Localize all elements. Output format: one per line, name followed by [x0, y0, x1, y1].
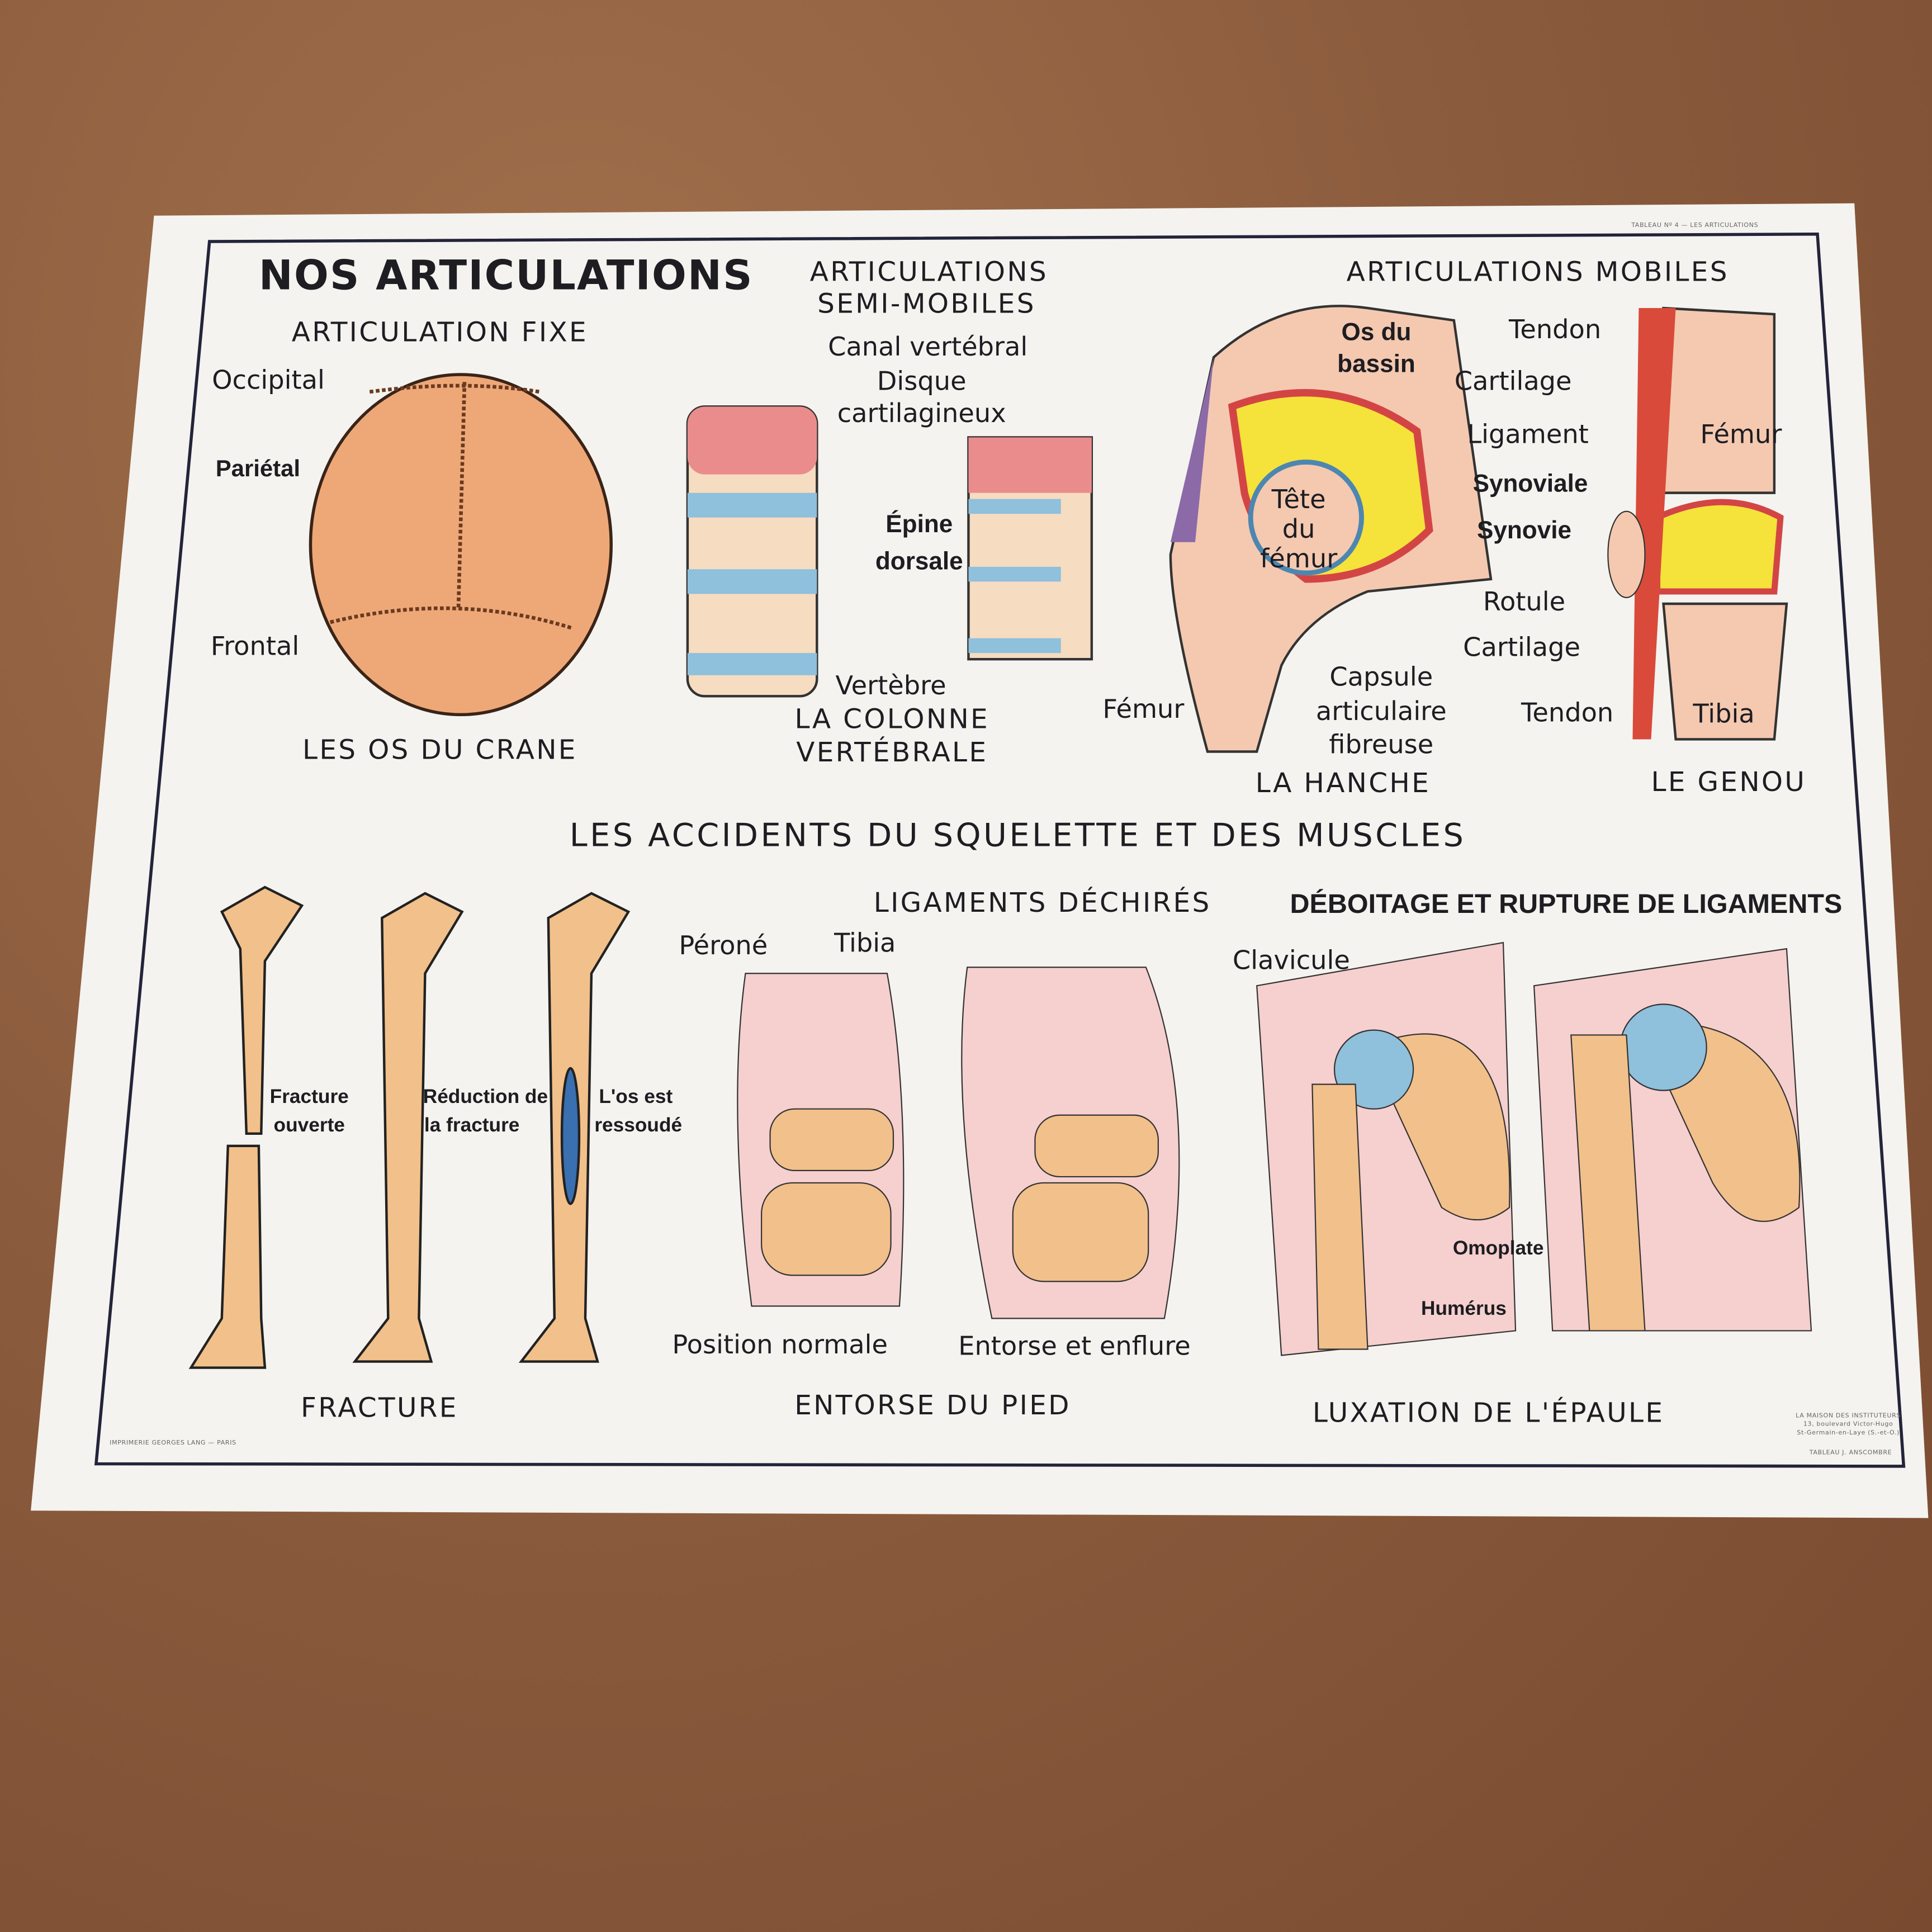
label-tendon-bottom: Tendon	[1521, 698, 1614, 728]
poster-border	[94, 233, 1906, 1468]
label-parietal: Pariétal	[215, 456, 301, 483]
label-genou-femur: Fémur	[1700, 419, 1782, 449]
label-reduction-2: la fracture	[424, 1115, 520, 1137]
caption-genou: LE GENOU	[1651, 767, 1807, 799]
label-tibia: Tibia	[1693, 699, 1755, 729]
label-hanche-femur: Fémur	[1102, 694, 1185, 724]
caption-entorse: ENTORSE DU PIED	[794, 1391, 1071, 1422]
label-canal: Canal vertébral	[828, 332, 1028, 362]
section-heading-fixe: ARTICULATION FIXE	[291, 318, 588, 349]
label-occipital: Occipital	[212, 365, 325, 395]
label-synoviale: Synoviale	[1472, 470, 1588, 498]
header-reference: TABLEAU Nº 4 — LES ARTICULATIONS	[1631, 222, 1759, 230]
label-humerus: Humérus	[1421, 1299, 1507, 1320]
shoulder-illustrations	[1256, 941, 1812, 1356]
caption-luxation: LUXATION DE L'ÉPAULE	[1312, 1398, 1665, 1429]
label-bassin-2: bassin	[1337, 351, 1415, 378]
section-heading-semi-2: SEMI-MOBILES	[817, 289, 1036, 320]
label-cartilage-top: Cartilage	[1454, 366, 1572, 396]
label-pied-tibia: Tibia	[834, 928, 896, 958]
heading-ligaments: LIGAMENTS DÉCHIRÉS	[873, 888, 1211, 920]
accidents-heading: LES ACCIDENTS DU SQUELETTE ET DES MUSCLE…	[569, 817, 1466, 855]
label-disque-1: Disque	[877, 366, 967, 396]
publisher-line-2: 13, boulevard Victor-Hugo	[1803, 1420, 1893, 1429]
imprint: IMPRIMERIE GEORGES LANG — PARIS	[110, 1439, 236, 1447]
foot-illustrations	[737, 967, 1180, 1319]
label-clavicule: Clavicule	[1232, 945, 1350, 976]
page-title: NOS ARTICULATIONS	[258, 251, 754, 300]
label-cartilage-bottom: Cartilage	[1463, 632, 1580, 662]
label-epine-2: dorsale	[875, 548, 963, 576]
label-tete-3: fémur	[1260, 544, 1338, 574]
label-fracture-2: ouverte	[273, 1115, 345, 1137]
heading-deboitage: DÉBOITAGE ET RUPTURE DE LIGAMENTS	[1290, 888, 1843, 920]
label-tete-2: du	[1282, 514, 1315, 544]
caption-crane: LES OS DU CRANE	[302, 735, 577, 766]
label-ressoude-1: L'os est	[599, 1087, 673, 1108]
caption-colonne-1: LA COLONNE	[794, 704, 989, 736]
label-fracture-1: Fracture	[269, 1087, 349, 1108]
section-heading-mobiles: ARTICULATIONS MOBILES	[1346, 257, 1729, 288]
label-reduction-1: Réduction de	[423, 1087, 548, 1108]
publisher-line-1: LA MAISON DES INSTITUTEURS	[1796, 1412, 1901, 1420]
publisher-line-4: TABLEAU J. ANSCOMBRE	[1809, 1449, 1892, 1457]
publisher-line-3: St-Germain-en-Laye (S.-et-O.)	[1797, 1429, 1900, 1437]
label-bassin-1: Os du	[1341, 319, 1412, 347]
knee-illustration	[1607, 306, 1788, 741]
caption-fracture: FRACTURE	[301, 1393, 458, 1424]
label-synovie: Synovie	[1476, 517, 1572, 545]
caption-hanche: LA HANCHE	[1255, 769, 1431, 800]
label-rotule: Rotule	[1483, 587, 1566, 617]
label-ressoude-2: ressoudé	[594, 1115, 683, 1137]
label-capsule-1: Capsule	[1329, 662, 1433, 692]
label-frontal: Frontal	[210, 631, 300, 661]
caption-colonne-2: VERTÉBRALE	[796, 738, 988, 769]
hip-illustration	[1169, 305, 1493, 753]
label-capsule-3: fibreuse	[1329, 730, 1434, 760]
label-tendon-top: Tendon	[1508, 315, 1602, 344]
label-entorse-enflure: Entorse et enflure	[958, 1331, 1191, 1361]
label-disque-2: cartilagineux	[837, 398, 1006, 428]
label-vertebre: Vertèbre	[835, 671, 946, 700]
label-epine-1: Épine	[886, 511, 953, 539]
label-ligament: Ligament	[1467, 419, 1589, 449]
section-heading-semi-1: ARTICULATIONS	[809, 257, 1049, 288]
label-capsule-2: articulaire	[1315, 697, 1447, 727]
fracture-bones	[188, 886, 631, 1369]
label-perone: Péroné	[679, 931, 768, 960]
spine-illustration	[686, 405, 1093, 698]
label-omoplate: Omoplate	[1452, 1238, 1544, 1260]
label-tete-1: Tête	[1271, 485, 1326, 515]
label-position-normale: Position normale	[672, 1330, 888, 1360]
